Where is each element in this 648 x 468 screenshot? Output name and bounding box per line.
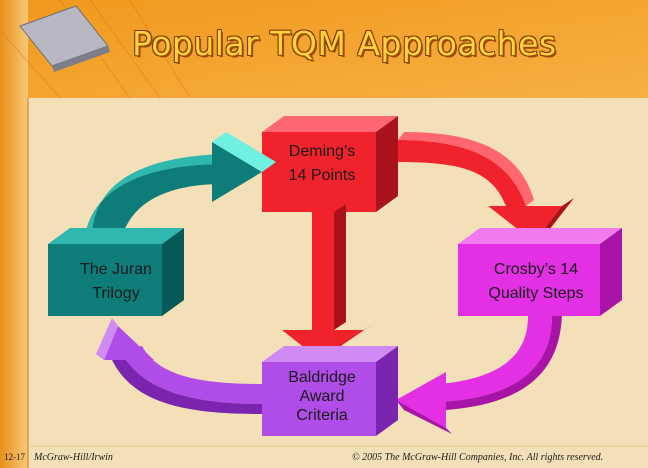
publisher-credit: McGraw-Hill/Irwin — [34, 452, 113, 463]
deming-line-2: 14 Points — [288, 167, 356, 184]
deming-label: Deming’s 14 Points — [262, 140, 382, 188]
baldridge-box — [262, 346, 398, 436]
juran-box — [48, 228, 184, 316]
baldridge-to-juran-arrow — [96, 318, 262, 414]
crosby-box — [458, 228, 622, 316]
baldridge-line-3: Criteria — [296, 407, 348, 424]
crosby-line-2: Quality Steps — [488, 285, 584, 302]
slide-number: 12-17 — [4, 452, 25, 462]
crosby-line-1: Crosby’s 14 — [493, 261, 579, 278]
juran-line-1: The Juran — [79, 261, 153, 278]
juran-line-2: Trilogy — [92, 285, 140, 302]
copyright-notice: © 2005 The McGraw-Hill Companies, Inc. A… — [352, 452, 604, 463]
deming-line-1: Deming’s — [288, 143, 356, 160]
deming-to-crosby-arrow — [398, 132, 574, 242]
crosby-to-baldridge-arrow — [396, 310, 562, 434]
decor-card — [19, 5, 110, 72]
left-bar — [0, 0, 28, 468]
slide-title: Popular TQM Approaches — [132, 24, 557, 63]
baldridge-label: Baldridge Award Criteria — [262, 368, 382, 425]
deming-to-baldridge-arrow — [282, 204, 376, 360]
baldridge-line-1: Baldridge — [288, 369, 356, 386]
juran-to-deming-arrow — [84, 132, 276, 244]
baldridge-line-2: Award — [299, 388, 345, 405]
crosby-label: Crosby’s 14 Quality Steps — [466, 258, 606, 306]
deming-box — [262, 116, 398, 212]
juran-label: The Juran Trilogy — [56, 258, 176, 306]
